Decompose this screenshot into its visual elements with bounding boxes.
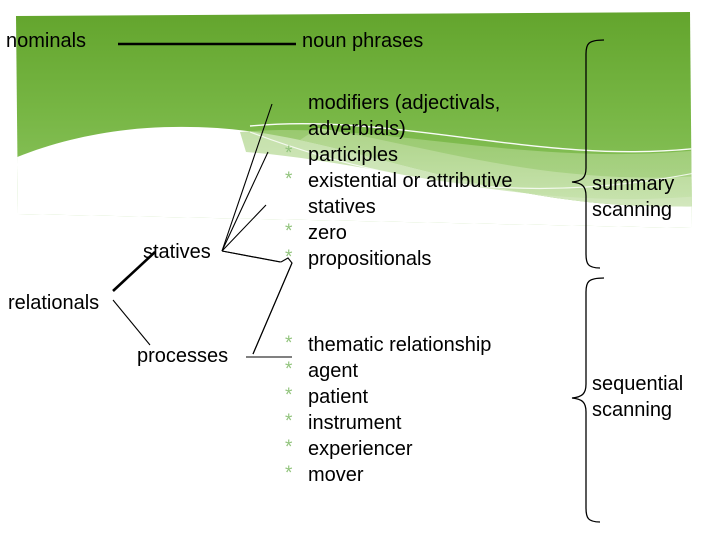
list-item-label: mover: [308, 464, 364, 486]
list-item: * thematic relationship: [283, 332, 558, 358]
asterisk-bullet-icon: *: [285, 385, 293, 406]
list-item-continuation: statives: [308, 196, 376, 218]
asterisk-bullet-icon: *: [285, 437, 293, 458]
list-item-label: propositionals: [308, 248, 432, 270]
label-noun-phrases: noun phrases: [302, 30, 424, 52]
label-sequential-line1: sequential: [592, 373, 684, 395]
list-item: * patient: [283, 384, 558, 410]
asterisk-bullet-icon: *: [285, 221, 293, 242]
list-item: * zero: [283, 220, 558, 246]
label-relationals: relationals: [8, 292, 100, 314]
list-item-label: existential or attributive: [308, 170, 513, 192]
label-sequential-line2: scanning: [592, 399, 673, 421]
list-item: * existential or attributive statives: [283, 168, 558, 220]
list-item-label: modifiers (adjectivals,: [308, 92, 501, 114]
list-item: modifiers (adjectivals, adverbials): [283, 90, 558, 142]
label-summary-line1: summary: [592, 173, 675, 195]
list-item-label: zero: [308, 222, 347, 244]
asterisk-bullet-icon: *: [285, 463, 293, 484]
label-statives: statives: [143, 241, 211, 263]
list-item-label: thematic relationship: [308, 334, 492, 356]
list-item: * propositionals: [283, 246, 558, 272]
list-item: * instrument: [283, 410, 558, 436]
list-item-continuation: adverbials): [308, 118, 406, 140]
asterisk-bullet-icon: *: [285, 411, 293, 432]
label-processes: processes: [137, 345, 229, 367]
list-item: * participles: [283, 142, 558, 168]
list-item: * mover: [283, 462, 558, 488]
list-item-label: participles: [308, 144, 399, 166]
label-summary-line2: scanning: [592, 199, 673, 221]
list-item-label: experiencer: [308, 438, 413, 460]
list-item-label: agent: [308, 360, 359, 382]
list-item-label: patient: [308, 386, 369, 408]
list-item-label: instrument: [308, 412, 402, 434]
label-nominals: nominals: [6, 30, 87, 52]
label-summary-scanning: summary scanning: [592, 171, 674, 223]
asterisk-bullet-icon: *: [285, 247, 293, 268]
list-item: * experiencer: [283, 436, 558, 462]
asterisk-bullet-icon: *: [285, 169, 293, 190]
lower-bullet-list: * thematic relationship * agent * patien…: [283, 332, 558, 488]
list-item: * agent: [283, 358, 558, 384]
upper-bullet-list: modifiers (adjectivals, adverbials) * pa…: [283, 90, 558, 272]
asterisk-bullet-icon: *: [285, 143, 293, 164]
asterisk-bullet-icon: *: [285, 333, 293, 354]
asterisk-bullet-icon: *: [285, 359, 293, 380]
label-sequential-scanning: sequential scanning: [592, 371, 683, 423]
